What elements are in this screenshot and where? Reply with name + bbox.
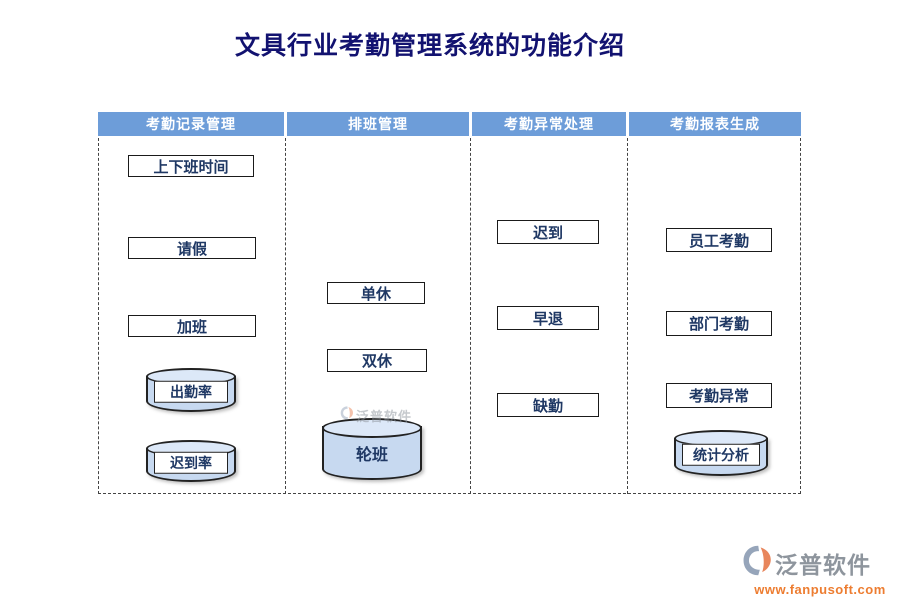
brand-url: www.fanpusoft.com bbox=[754, 582, 886, 597]
cylinder-label: 迟到率 bbox=[154, 451, 228, 474]
node-single-day-off: 单休 bbox=[327, 282, 425, 304]
cylinder-attendance-rate: 出勤率 bbox=[146, 368, 236, 412]
brand-name: 泛普软件 bbox=[775, 552, 871, 578]
function-diagram: 考勤记录管理 排班管理 考勤异常处理 考勤报表生成 上下班时间 请假 加班 出勤… bbox=[98, 112, 801, 494]
fanpu-logo-icon bbox=[742, 545, 773, 581]
cylinder-label: 轮班 bbox=[355, 446, 388, 464]
page-title: 文具行业考勤管理系统的功能介绍 bbox=[234, 33, 625, 60]
cylinder-top bbox=[322, 418, 422, 438]
node-early-leave: 早退 bbox=[497, 306, 599, 330]
column-header-report-generation: 考勤报表生成 bbox=[629, 112, 801, 136]
cylinder-statistical-analysis: 统计分析 bbox=[674, 430, 768, 476]
node-late: 迟到 bbox=[497, 220, 599, 244]
node-overtime: 加班 bbox=[128, 315, 256, 337]
column-header-attendance-records: 考勤记录管理 bbox=[98, 112, 284, 136]
cylinder-late-rate: 迟到率 bbox=[146, 440, 236, 482]
node-absence: 缺勤 bbox=[497, 393, 599, 417]
column-separator-3 bbox=[627, 138, 628, 494]
footer-brand-block: 泛普软件 www.fanpusoft.com bbox=[742, 545, 898, 597]
node-employee-attendance: 员工考勤 bbox=[666, 228, 772, 252]
cylinder-label: 统计分析 bbox=[682, 443, 760, 466]
node-work-hours: 上下班时间 bbox=[128, 155, 254, 177]
column-header-shift-management: 排班管理 bbox=[287, 112, 469, 136]
cylinder-label: 出勤率 bbox=[154, 380, 228, 403]
column-header-anomaly-handling: 考勤异常处理 bbox=[472, 112, 626, 136]
node-attendance-anomaly: 考勤异常 bbox=[666, 383, 772, 408]
node-leave: 请假 bbox=[128, 237, 256, 259]
column-separator-2 bbox=[470, 138, 471, 494]
node-department-attendance: 部门考勤 bbox=[666, 311, 772, 336]
diagram-frame bbox=[98, 138, 801, 494]
node-double-day-off: 双休 bbox=[327, 349, 427, 372]
cylinder-shift-rotation: 轮班 bbox=[322, 418, 422, 480]
column-separator-1 bbox=[285, 138, 286, 494]
